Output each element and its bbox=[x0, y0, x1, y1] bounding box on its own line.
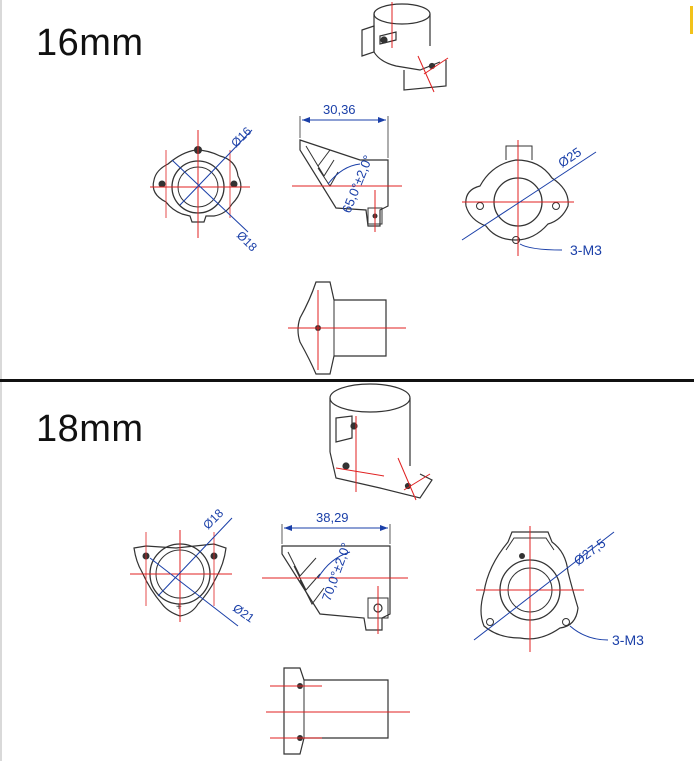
corner-accent-mark bbox=[690, 6, 693, 34]
dim-mount-diameter-18mm: Ø27,5 bbox=[571, 535, 608, 568]
front-view-16mm: Ø16 Ø18 bbox=[150, 124, 260, 254]
dim-angle-18mm: 70,0°±2,0° bbox=[319, 541, 354, 603]
mount-view-18mm: Ø27,5 3-M3 bbox=[473, 526, 644, 652]
drawing-16mm: Ø16 Ø18 30,36 65,0°±2,0° bbox=[150, 2, 602, 375]
front-view-18mm: + Ø18 Ø21 bbox=[130, 506, 257, 627]
side-view-18mm: 38,29 70,0°±2,0° bbox=[262, 510, 408, 634]
section-title-18mm: 18mm bbox=[36, 408, 144, 450]
mount-view-16mm: Ø25 3-M3 bbox=[461, 140, 602, 258]
dim-outer-diameter-16mm: Ø18 bbox=[234, 228, 260, 254]
dim-mount-diameter-16mm: Ø25 bbox=[555, 144, 584, 170]
iso-view-16mm bbox=[361, 2, 449, 93]
dim-angle-16mm: 65,0°±2,0° bbox=[339, 153, 376, 215]
callout-screws-18mm: 3-M3 bbox=[612, 632, 644, 648]
drawing-18mm: + Ø18 Ø21 38,29 70,0°±2,0° bbox=[130, 383, 644, 755]
bottom-view-16mm bbox=[288, 281, 406, 375]
iso-view-18mm bbox=[329, 383, 433, 501]
section-title-16mm: 16mm bbox=[36, 22, 144, 64]
callout-screws-16mm: 3-M3 bbox=[570, 242, 602, 258]
section-16mm: 16mm bbox=[0, 0, 694, 380]
bottom-view-18mm bbox=[266, 667, 410, 755]
dim-inner-diameter-16mm: Ø16 bbox=[228, 124, 254, 150]
dim-outer-diameter-18mm: Ø21 bbox=[230, 601, 257, 626]
side-view-16mm: 30,36 65,0°±2,0° bbox=[292, 102, 402, 232]
section-18mm: 18mm + bbox=[0, 382, 694, 761]
section-divider bbox=[0, 379, 694, 382]
dim-width-16mm: 30,36 bbox=[323, 102, 356, 117]
screw-mark-18mm: + bbox=[176, 602, 182, 613]
dim-width-18mm: 38,29 bbox=[316, 510, 349, 525]
